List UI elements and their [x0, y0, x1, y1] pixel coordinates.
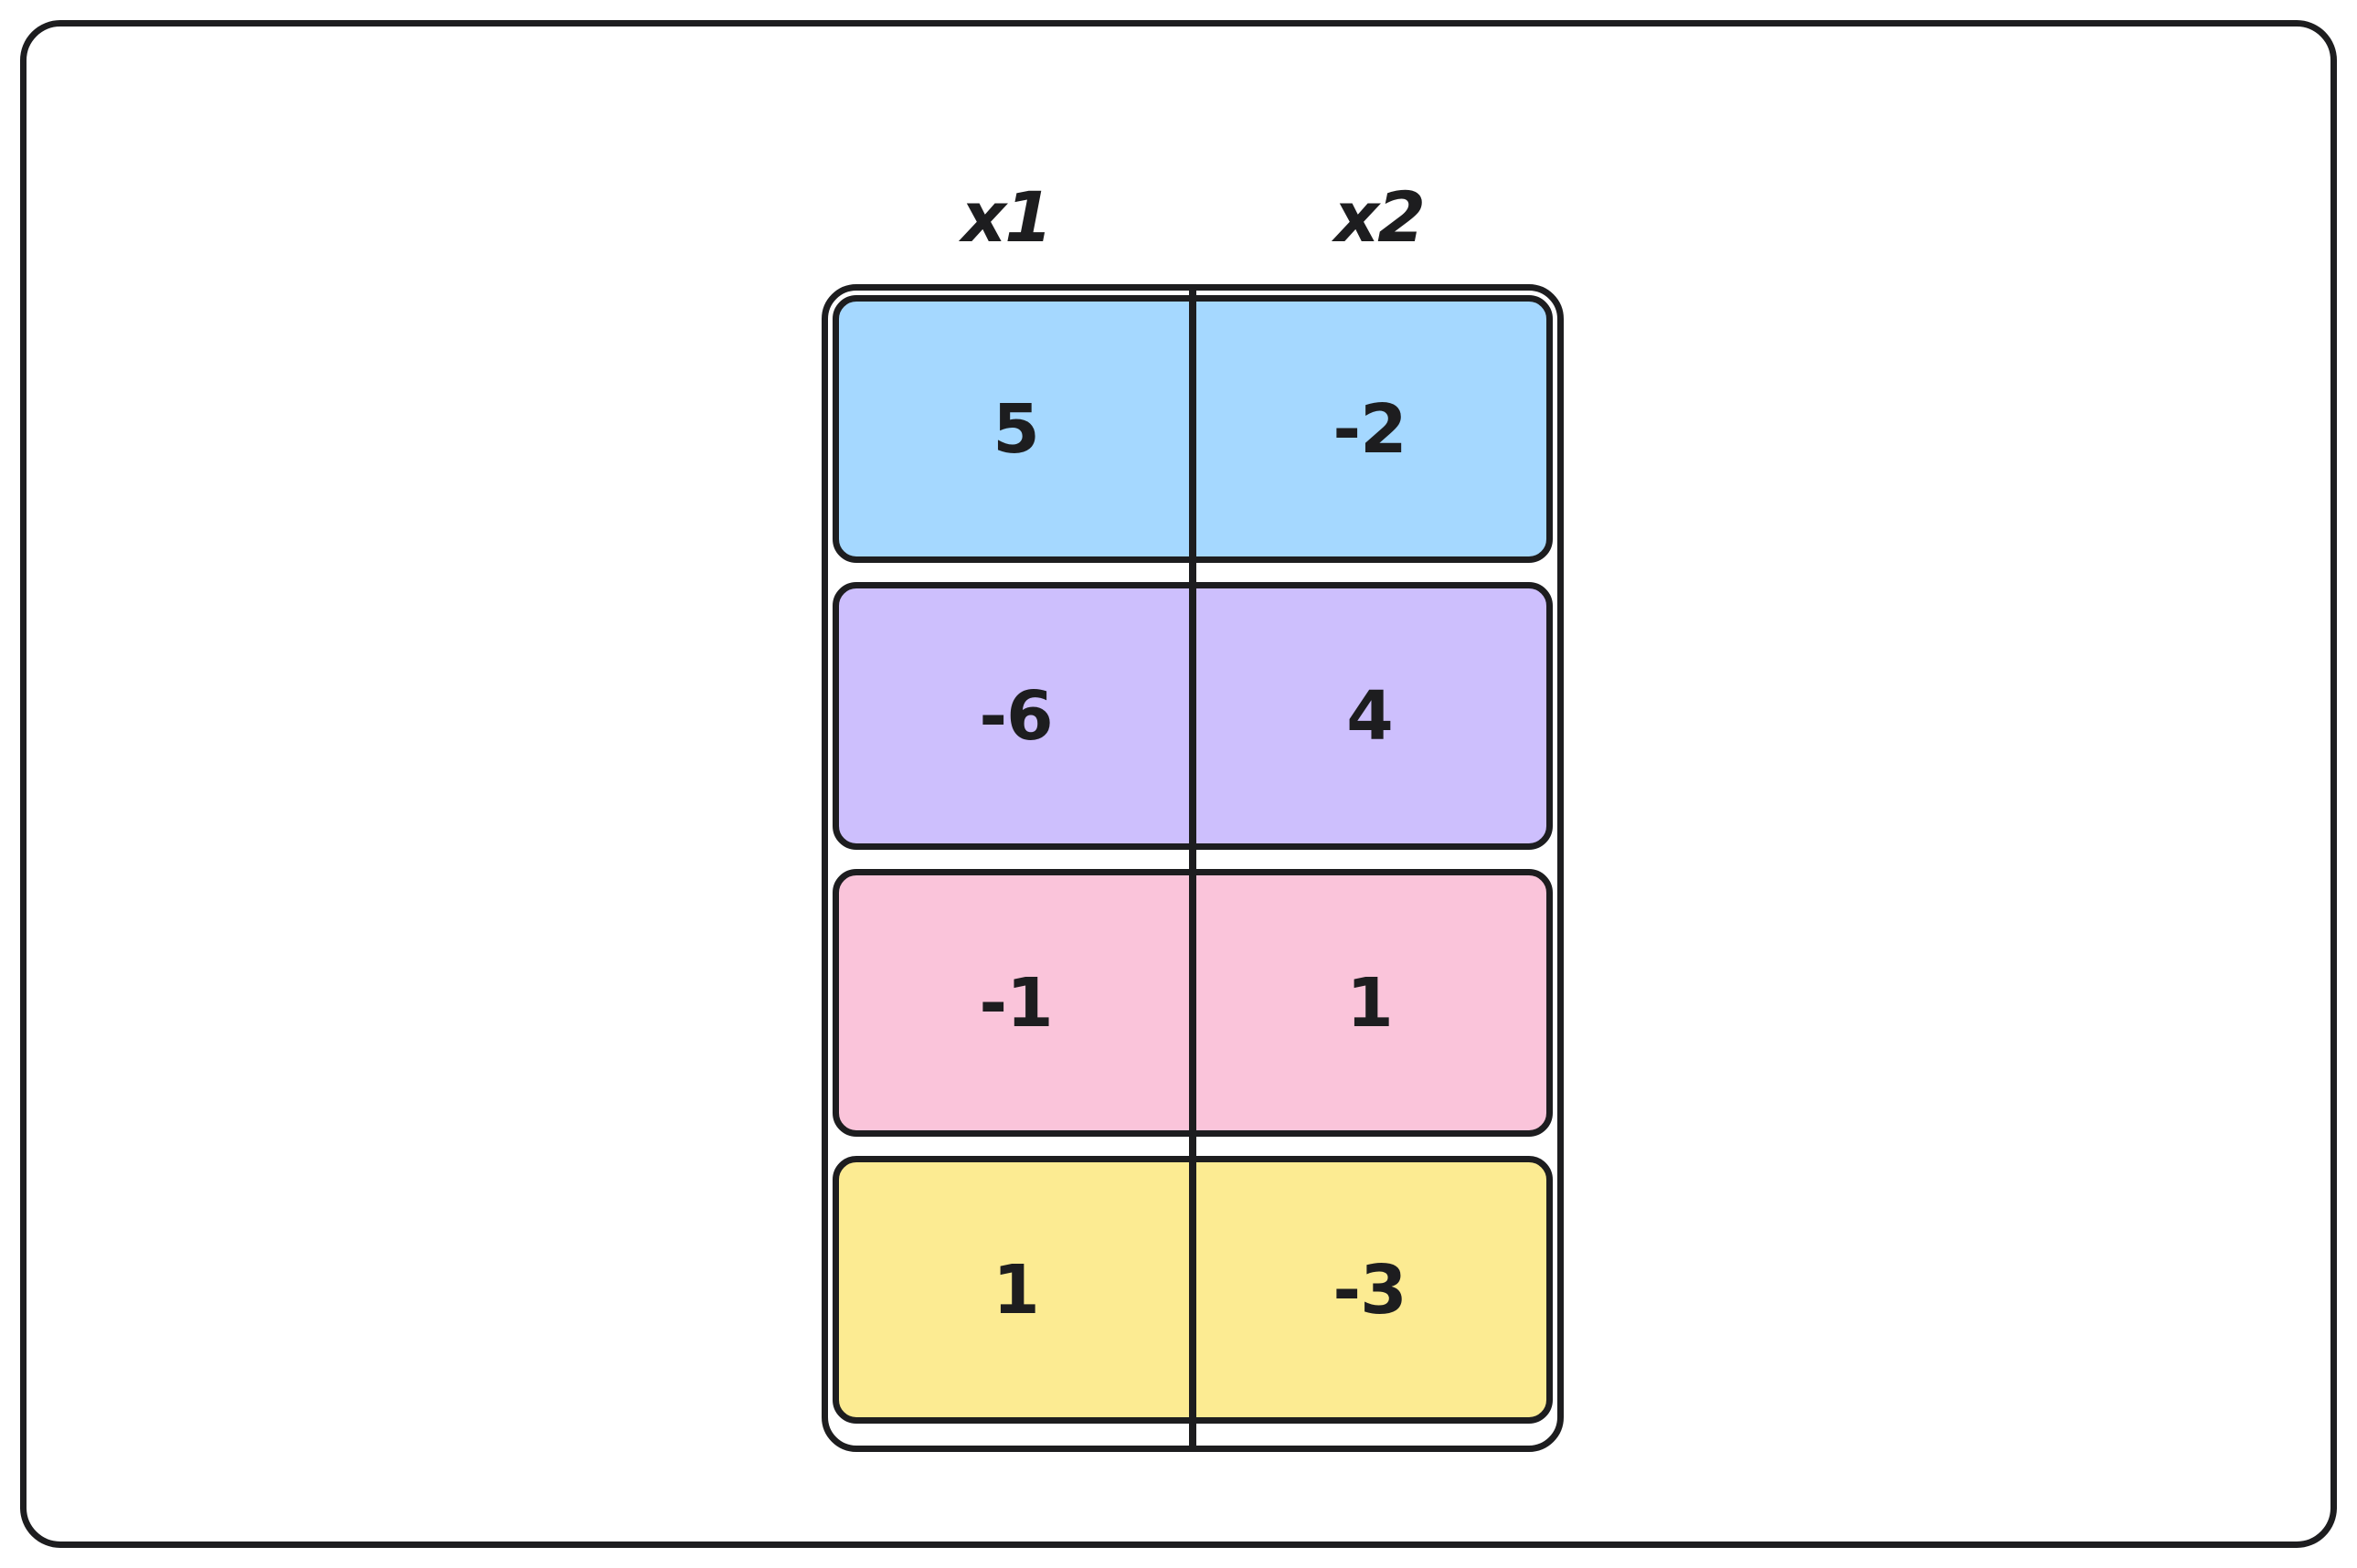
table-cell-r2c1[interactable]: 1: [1346, 963, 1394, 1043]
table-cell-r3c1[interactable]: -3: [1332, 1250, 1407, 1330]
value-table: x1 x2 5 -2 -6 4 -1 1 1: [820, 114, 1566, 1456]
table-cell-r1c1[interactable]: 4: [1346, 676, 1394, 756]
table-cell-r0c0[interactable]: 5: [993, 389, 1040, 469]
column-header-x1: x1: [961, 176, 1053, 258]
table-frame: 5 -2 -6 4 -1 1 1 -3: [822, 284, 1564, 1452]
table-cell-r2c0[interactable]: -1: [979, 963, 1053, 1043]
table-header-row: x1 x2: [820, 114, 1566, 288]
outer-card: x1 x2 5 -2 -6 4 -1 1 1: [20, 20, 2337, 1548]
table-cell-r3c0[interactable]: 1: [993, 1250, 1040, 1330]
table-cell-r0c1[interactable]: -2: [1332, 389, 1407, 469]
column-header-x2: x2: [1334, 176, 1426, 258]
table-cell-r1c0[interactable]: -6: [979, 676, 1053, 756]
column-divider: [1189, 284, 1196, 1452]
